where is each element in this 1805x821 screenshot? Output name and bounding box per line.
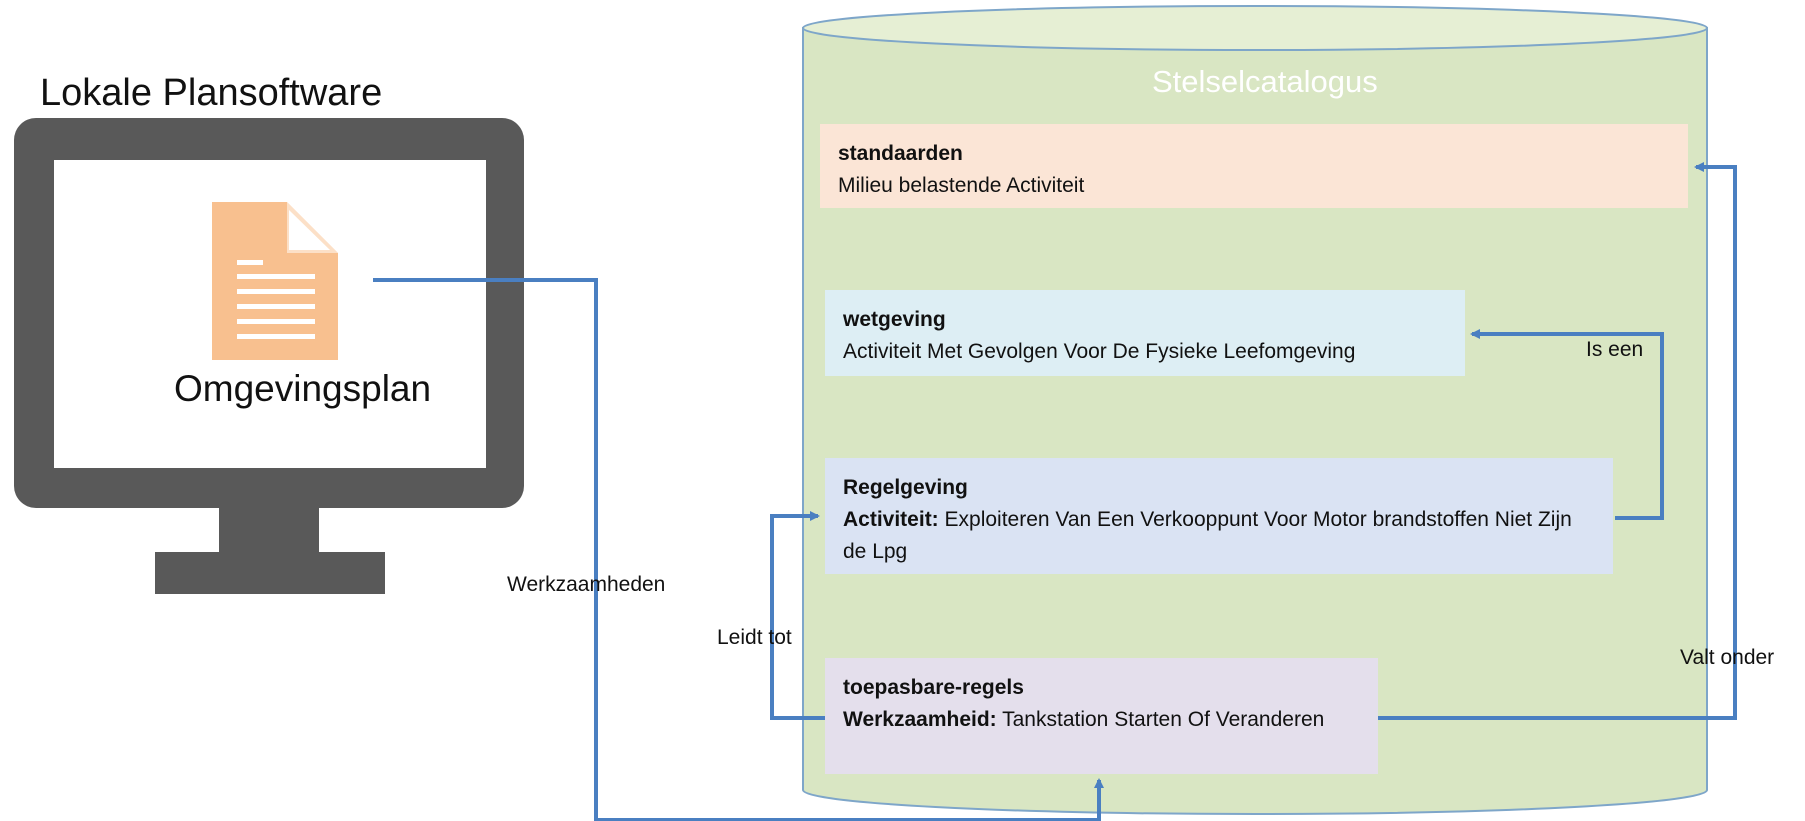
arrow-is-een (1470, 329, 1664, 520)
arrow-valt-onder (1378, 162, 1737, 720)
leidt-tot-label: Leidt tot (717, 626, 792, 649)
is-een-label: Is een (1586, 338, 1644, 361)
werkzaamheden-label: Werkzaamheden (507, 573, 666, 596)
standaarden-title: standaarden (838, 142, 963, 165)
document-label: Omgevingsplan (174, 368, 432, 409)
toepasbare-regels-text: Tankstation Starten Of Veranderen (996, 708, 1325, 731)
catalogue-cylinder (802, 5, 1708, 815)
toepasbare-regels-key: Werkzaamheid: (843, 708, 997, 731)
toepasbare-regels-title: toepasbare-regels (843, 676, 1024, 699)
regelgeving-box[interactable]: Regelgeving Activiteit: Exploiteren Van … (825, 458, 1613, 574)
local-software-title: Lokale Plansoftware (40, 72, 383, 114)
regelgeving-title: Regelgeving (843, 476, 968, 499)
toepasbare-regels-box[interactable]: toepasbare-regels Werkzaamheid: Tankstat… (825, 658, 1378, 774)
catalogue-title: Stelselcatalogus (1152, 64, 1378, 99)
standaarden-text: Milieu belastende Activiteit (838, 174, 1085, 197)
regelgeving-text: Exploiteren Van Een Verkooppunt Voor Mot… (843, 508, 1572, 563)
wetgeving-text: Activiteit Met Gevolgen Voor De Fysieke … (843, 340, 1356, 363)
regelgeving-key: Activiteit: (843, 508, 939, 531)
valt-onder-label: Valt onder (1680, 646, 1775, 669)
document-icon (212, 202, 338, 360)
wetgeving-box[interactable]: wetgeving Activiteit Met Gevolgen Voor D… (825, 290, 1465, 376)
arrow-werkzaamheden (373, 278, 1104, 821)
wetgeving-title: wetgeving (843, 308, 946, 331)
arrow-leidt-tot (770, 511, 830, 720)
standaarden-box[interactable]: standaarden Milieu belastende Activiteit (820, 124, 1688, 208)
